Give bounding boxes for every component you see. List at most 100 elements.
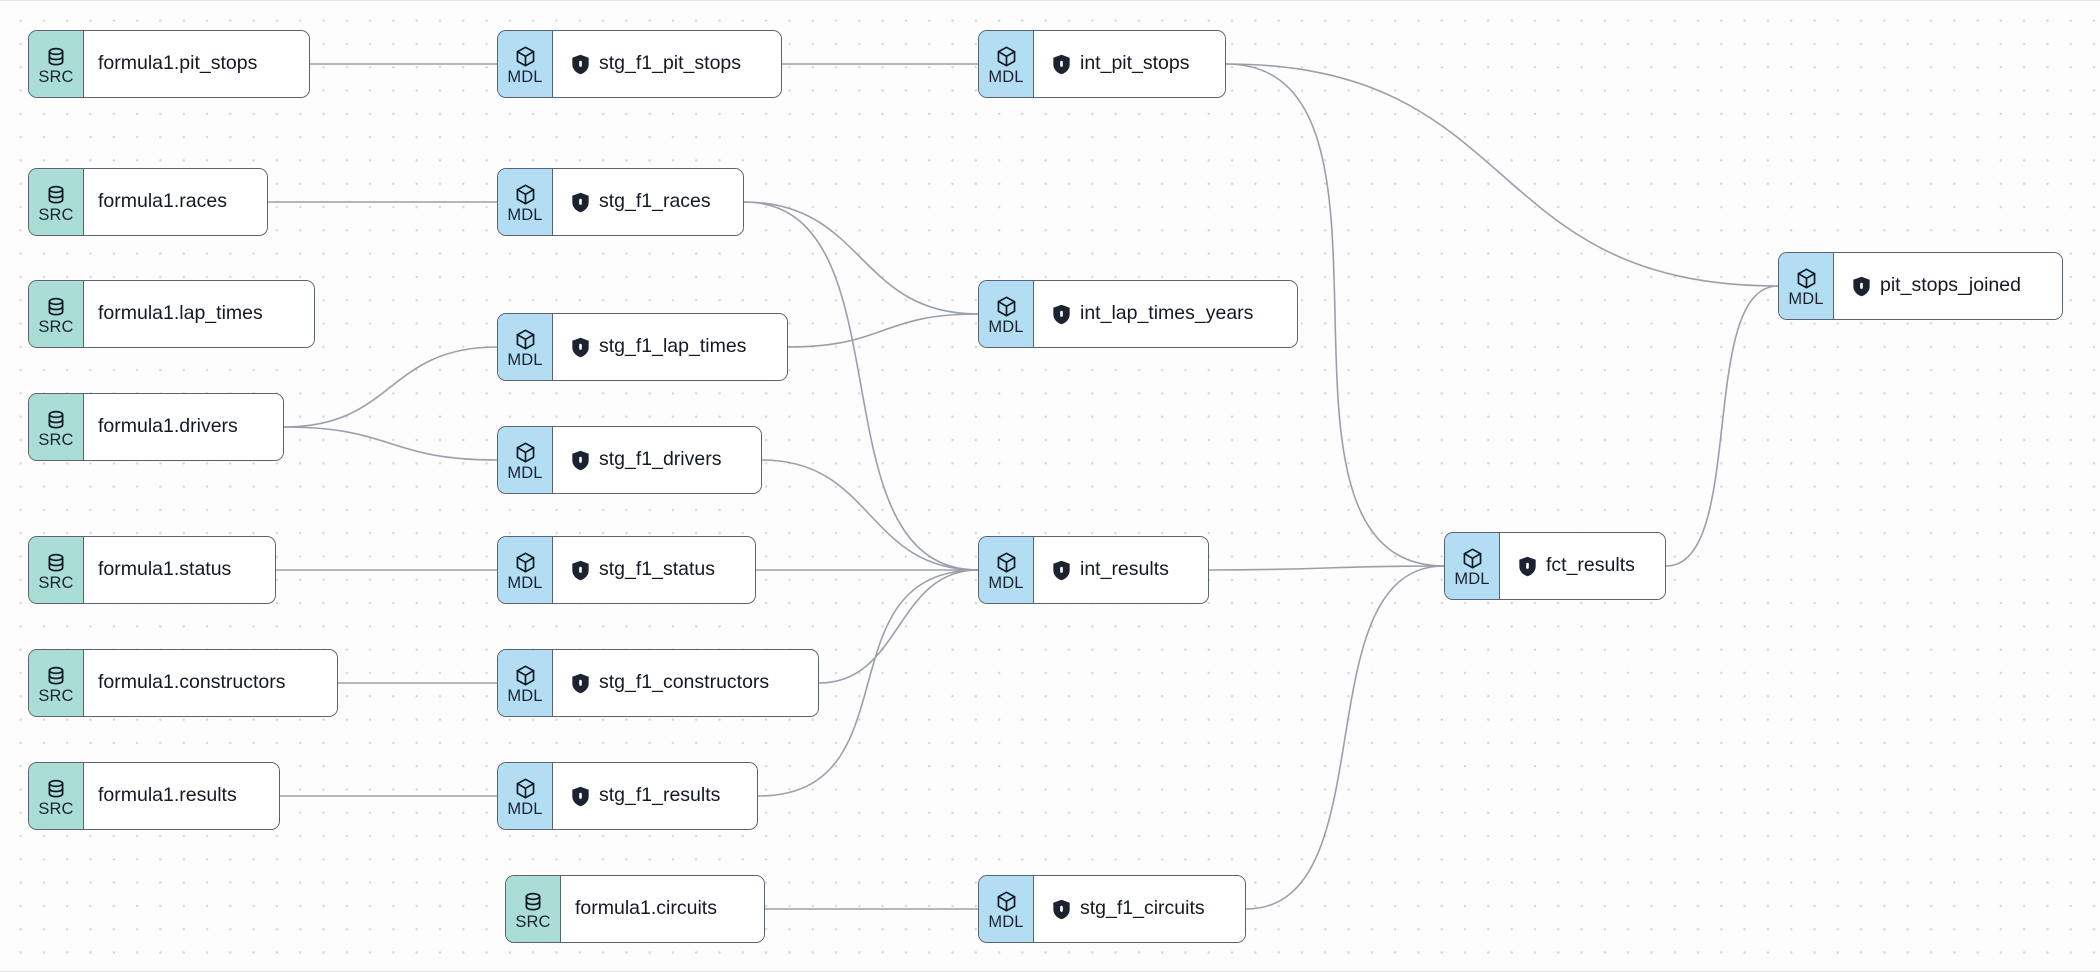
node-type-label: MDL	[1454, 570, 1490, 589]
node-label: formula1.constructors	[98, 671, 286, 694]
node-type-label: SRC	[38, 430, 74, 449]
node-type-label: MDL	[507, 800, 543, 819]
node-body: formula1.constructors	[84, 650, 337, 716]
cube-icon	[997, 296, 1015, 317]
node-label: fct_results	[1546, 554, 1635, 577]
cube-icon	[516, 552, 534, 573]
node-body: stg_f1_circuits	[1034, 876, 1245, 942]
database-icon	[48, 410, 64, 429]
node-type-badge-mdl: MDL	[1445, 533, 1500, 599]
node-label: formula1.lap_times	[98, 302, 263, 325]
node-type-label: MDL	[507, 68, 543, 87]
node-type-label: MDL	[1788, 290, 1824, 309]
lineage-node-src_circuits[interactable]: SRC formula1.circuits	[505, 875, 765, 943]
node-type-label: MDL	[988, 913, 1024, 932]
lineage-node-src_constructors[interactable]: SRC formula1.constructors	[28, 649, 338, 717]
node-type-badge-mdl: MDL	[498, 169, 553, 235]
node-label: formula1.circuits	[575, 897, 717, 920]
cube-icon	[997, 46, 1015, 67]
lineage-node-stg_pit_stops[interactable]: MDL stg_f1_pit_stops	[497, 30, 782, 98]
node-type-badge-mdl: MDL	[1779, 253, 1834, 319]
lineage-node-stg_lap_times[interactable]: MDL stg_f1_lap_times	[497, 313, 788, 381]
node-label: formula1.results	[98, 784, 237, 807]
node-type-label: MDL	[507, 206, 543, 225]
node-type-badge-src: SRC	[29, 650, 84, 716]
lineage-node-src_races[interactable]: SRC formula1.races	[28, 168, 268, 236]
node-body: fct_results	[1500, 533, 1665, 599]
node-body: formula1.status	[84, 537, 275, 603]
node-type-badge-mdl: MDL	[979, 281, 1034, 347]
cube-icon	[997, 552, 1015, 573]
node-label: formula1.status	[98, 558, 232, 581]
node-body: formula1.races	[84, 169, 267, 235]
node-type-badge-src: SRC	[29, 763, 84, 829]
database-icon	[525, 892, 541, 911]
database-icon	[48, 185, 64, 204]
shield-icon	[572, 337, 589, 357]
node-type-label: MDL	[507, 687, 543, 706]
node-type-badge-mdl: MDL	[979, 876, 1034, 942]
node-label: stg_f1_lap_times	[599, 335, 747, 358]
cube-icon	[516, 46, 534, 67]
cube-icon	[516, 184, 534, 205]
shield-icon	[572, 54, 589, 74]
node-type-label: MDL	[988, 68, 1024, 87]
node-type-badge-mdl: MDL	[979, 31, 1034, 97]
lineage-node-src_drivers[interactable]: SRC formula1.drivers	[28, 393, 284, 461]
node-label: stg_f1_circuits	[1080, 897, 1205, 920]
cube-icon	[516, 442, 534, 463]
lineage-node-stg_constructors[interactable]: MDL stg_f1_constructors	[497, 649, 819, 717]
node-body: formula1.pit_stops	[84, 31, 309, 97]
node-type-label: MDL	[507, 574, 543, 593]
node-type-badge-src: SRC	[29, 31, 84, 97]
node-type-label: SRC	[38, 67, 74, 86]
node-label: stg_f1_races	[599, 190, 711, 213]
lineage-node-stg_results[interactable]: MDL stg_f1_results	[497, 762, 758, 830]
node-type-label: SRC	[38, 205, 74, 224]
node-type-label: SRC	[515, 912, 551, 931]
node-type-badge-mdl: MDL	[498, 31, 553, 97]
cube-icon	[1463, 548, 1481, 569]
node-body: stg_f1_constructors	[553, 650, 818, 716]
node-type-badge-mdl: MDL	[979, 537, 1034, 603]
node-body: formula1.drivers	[84, 394, 283, 460]
shield-icon	[1053, 560, 1070, 580]
lineage-node-src_results[interactable]: SRC formula1.results	[28, 762, 280, 830]
lineage-node-fct_results[interactable]: MDL fct_results	[1444, 532, 1666, 600]
node-label: int_results	[1080, 558, 1169, 581]
node-type-badge-mdl: MDL	[498, 537, 553, 603]
database-icon	[48, 297, 64, 316]
node-body: formula1.lap_times	[84, 281, 314, 347]
node-body: stg_f1_races	[553, 169, 743, 235]
lineage-node-stg_races[interactable]: MDL stg_f1_races	[497, 168, 744, 236]
node-type-badge-src: SRC	[29, 537, 84, 603]
shield-icon	[1053, 899, 1070, 919]
lineage-node-int_results[interactable]: MDL int_results	[978, 536, 1209, 604]
shield-icon	[1853, 276, 1870, 296]
shield-icon	[572, 673, 589, 693]
shield-icon	[1053, 304, 1070, 324]
node-type-label: SRC	[38, 799, 74, 818]
node-type-label: SRC	[38, 686, 74, 705]
node-type-badge-mdl: MDL	[498, 314, 553, 380]
node-label: stg_f1_pit_stops	[599, 52, 742, 75]
node-type-badge-mdl: MDL	[498, 650, 553, 716]
node-body: stg_f1_drivers	[553, 427, 761, 493]
lineage-node-stg_status[interactable]: MDL stg_f1_status	[497, 536, 756, 604]
node-label: stg_f1_status	[599, 558, 715, 581]
lineage-node-src_status[interactable]: SRC formula1.status	[28, 536, 276, 604]
lineage-node-stg_circuits[interactable]: MDL stg_f1_circuits	[978, 875, 1246, 943]
node-type-label: MDL	[507, 351, 543, 370]
lineage-node-src_pit_stops[interactable]: SRC formula1.pit_stops	[28, 30, 310, 98]
cube-icon	[1797, 268, 1815, 289]
database-icon	[48, 47, 64, 66]
node-body: stg_f1_results	[553, 763, 757, 829]
shield-icon	[1519, 556, 1536, 576]
